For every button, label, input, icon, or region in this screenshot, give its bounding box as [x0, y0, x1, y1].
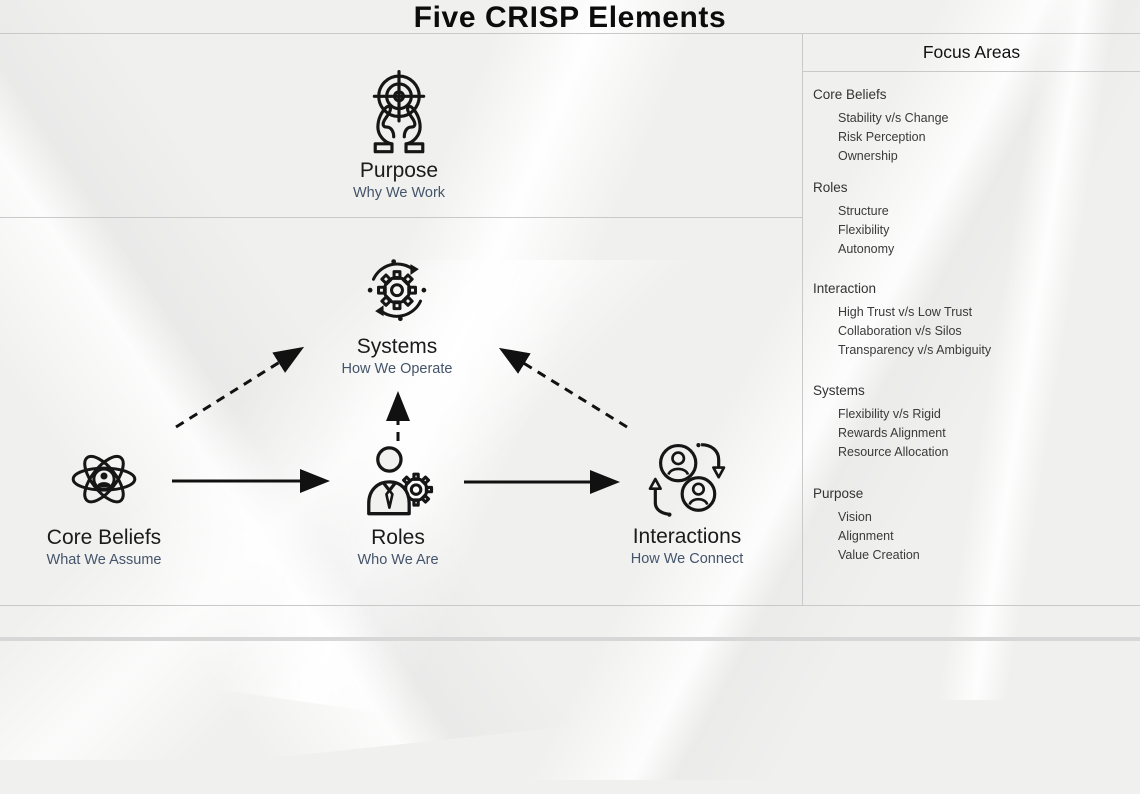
purpose-section-divider [0, 217, 802, 218]
title-divider-line [0, 33, 1140, 34]
focus-item: Stability v/s Change [838, 111, 949, 125]
focus-item: Rewards Alignment [838, 426, 946, 440]
focus-group-heading: Roles [813, 180, 848, 195]
focus-group-heading: Core Beliefs [813, 87, 887, 102]
focus-item: High Trust v/s Low Trust [838, 305, 973, 319]
node-label-interactions: Interactions [632, 525, 742, 548]
focus-group-core-beliefs: Core Beliefs Stability v/s Change Risk P… [813, 87, 1140, 166]
atom-person-icon [60, 436, 148, 524]
bottom-edge-strip [0, 637, 1140, 641]
node-subtitle-interactions: How We Connect [630, 551, 744, 567]
node-subtitle-purpose: Why We Work [352, 185, 446, 201]
focus-item: Value Creation [838, 548, 920, 562]
focus-item: Resource Allocation [838, 445, 949, 459]
focus-item: Transparency v/s Ambiguity [838, 343, 992, 357]
focus-areas-panel: Focus Areas Core Beliefs Stability v/s C… [803, 34, 1140, 605]
node-core-beliefs: Core Beliefs What We Assume [0, 436, 219, 569]
focus-item: Risk Perception [838, 130, 926, 144]
node-roles: Roles Who We Are [283, 438, 513, 569]
dashed-arrow-interactions-to-systems [498, 347, 628, 429]
focus-item: Vision [838, 510, 872, 524]
node-subtitle-systems: How We Operate [341, 361, 453, 377]
people-exchange-icon [643, 435, 731, 523]
bottom-divider-line [0, 605, 1140, 606]
page-title: Five CRISP Elements [413, 1, 727, 34]
focus-group-heading: Systems [813, 383, 865, 398]
node-label-roles: Roles [371, 526, 425, 549]
focus-item: Structure [838, 204, 889, 218]
focus-panel-left-border [802, 33, 803, 605]
target-in-hands-icon [355, 69, 443, 157]
focus-group-purpose: Purpose Vision Alignment Value Creation [813, 486, 1140, 565]
node-label-purpose: Purpose [359, 159, 439, 182]
node-subtitle-core-beliefs: What We Assume [46, 552, 162, 568]
focus-areas-title: Focus Areas [922, 42, 1021, 62]
node-label-systems: Systems [356, 335, 438, 358]
gear-cycle-icon [355, 249, 439, 333]
node-subtitle-roles: Who We Are [357, 552, 439, 568]
focus-group-systems: Systems Flexibility v/s Rigid Rewards Al… [813, 383, 1140, 462]
focus-group-interaction: Interaction High Trust v/s Low Trust Col… [813, 281, 1140, 360]
node-interactions: Interactions How We Connect [572, 435, 802, 568]
focus-item: Alignment [838, 529, 894, 543]
node-purpose: Purpose Why We Work [284, 69, 514, 202]
focus-item: Flexibility [838, 223, 890, 237]
focus-item: Ownership [838, 149, 898, 163]
node-systems: Systems How We Operate [282, 249, 512, 378]
node-label-core-beliefs: Core Beliefs [46, 526, 162, 549]
focus-group-heading: Interaction [813, 281, 877, 296]
person-gear-icon [355, 438, 441, 524]
focus-group-roles: Roles Structure Flexibility Autonomy [813, 180, 1140, 259]
focus-group-heading: Purpose [813, 486, 864, 501]
focus-panel-header-divider [802, 71, 1140, 72]
focus-item: Collaboration v/s Silos [838, 324, 962, 338]
dashed-arrow-core-beliefs-to-systems [175, 346, 305, 429]
focus-item: Flexibility v/s Rigid [838, 407, 941, 421]
focus-item: Autonomy [838, 242, 895, 256]
